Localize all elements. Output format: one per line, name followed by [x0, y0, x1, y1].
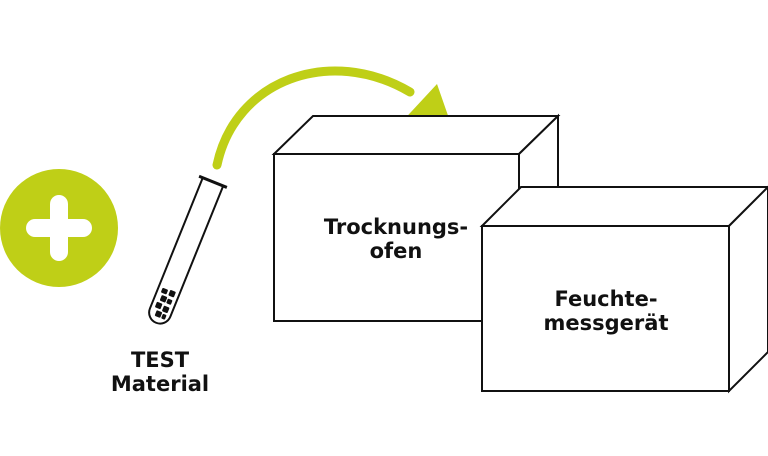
moisture-meter-line2: messgerät: [543, 311, 669, 335]
test-material-label: TEST Material: [60, 348, 260, 396]
drying-oven-line1: Trocknungs-: [323, 215, 469, 239]
moisture-meter-box: [479, 185, 768, 394]
drying-oven-line2: ofen: [369, 239, 423, 263]
plus-icon: [0, 169, 118, 287]
drying-oven-label: Trocknungs- ofen: [296, 215, 496, 263]
test-tube-icon: [148, 174, 228, 325]
sample-granules: [154, 287, 176, 320]
test-material-line1: TEST: [130, 348, 190, 372]
moisture-meter-line1: Feuchte-: [554, 287, 658, 311]
moisture-meter-label: Feuchte- messgerät: [506, 287, 706, 335]
test-material-line2: Material: [110, 372, 210, 396]
